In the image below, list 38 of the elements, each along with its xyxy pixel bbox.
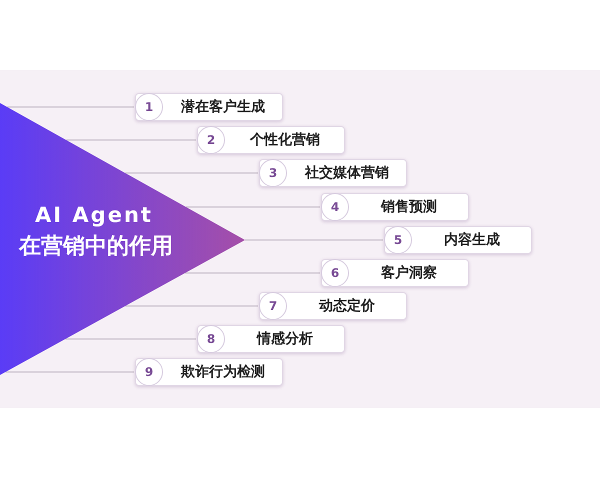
connector-line bbox=[5, 371, 134, 373]
connector-line bbox=[185, 272, 320, 274]
item-box bbox=[197, 126, 345, 154]
item-box bbox=[135, 358, 283, 386]
number-badge: 6 bbox=[321, 259, 349, 287]
item-box bbox=[321, 193, 469, 221]
number-badge: 9 bbox=[135, 358, 163, 386]
number-badge: 5 bbox=[384, 226, 412, 254]
item-box bbox=[135, 93, 283, 121]
item-box bbox=[259, 159, 407, 187]
number-badge: 8 bbox=[197, 325, 225, 353]
item-box bbox=[384, 226, 532, 254]
item-label: 欺诈行为检测 bbox=[180, 363, 266, 382]
number-badge: 7 bbox=[259, 292, 287, 320]
item-label: 客户洞察 bbox=[380, 264, 438, 283]
item-label: 社交媒体营销 bbox=[304, 164, 390, 183]
subtitle-text: 在营销中的作用 bbox=[18, 233, 174, 261]
connector-line bbox=[245, 239, 383, 241]
item-box bbox=[321, 259, 469, 287]
item-label: 情感分析 bbox=[255, 330, 314, 349]
item-label: 潜在客户生成 bbox=[180, 98, 266, 117]
connector-line bbox=[125, 305, 258, 307]
number-badge: 2 bbox=[197, 126, 225, 154]
item-label: 个性化营销 bbox=[248, 131, 321, 150]
number-badge: 3 bbox=[259, 159, 287, 187]
item-label: 动态定价 bbox=[318, 296, 376, 316]
title-text: AI Agent bbox=[34, 203, 154, 227]
connector-line bbox=[65, 338, 196, 340]
connector-line bbox=[7, 106, 134, 108]
connector-line bbox=[125, 172, 258, 174]
connector-line bbox=[66, 139, 196, 141]
item-label: 销售预测 bbox=[380, 198, 438, 217]
connector-line bbox=[186, 206, 320, 208]
item-label: 内容生成 bbox=[443, 230, 501, 250]
number-badge: 1 bbox=[135, 93, 163, 121]
item-box bbox=[197, 325, 345, 353]
number-badge: 4 bbox=[321, 193, 349, 221]
item-box bbox=[259, 292, 407, 320]
